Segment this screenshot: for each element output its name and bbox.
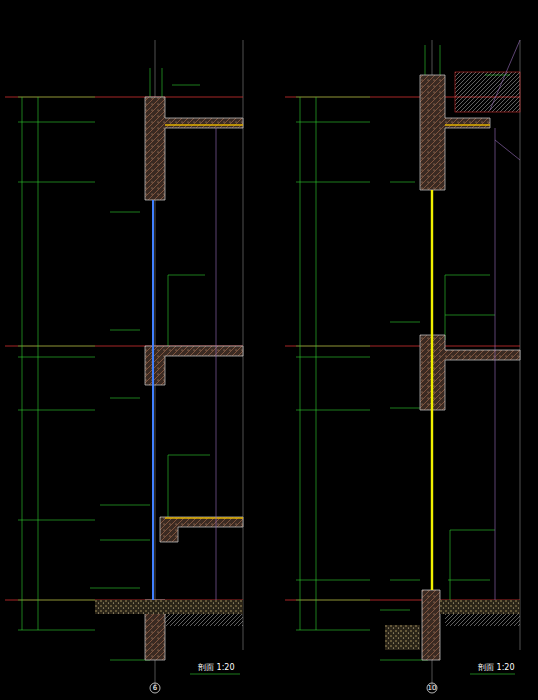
view-title: 剖面 1:20 bbox=[478, 664, 515, 672]
axis-number: 10 bbox=[428, 685, 437, 692]
view-title: 剖面 1:20 bbox=[198, 664, 235, 672]
axis-number: 6 bbox=[153, 685, 157, 692]
